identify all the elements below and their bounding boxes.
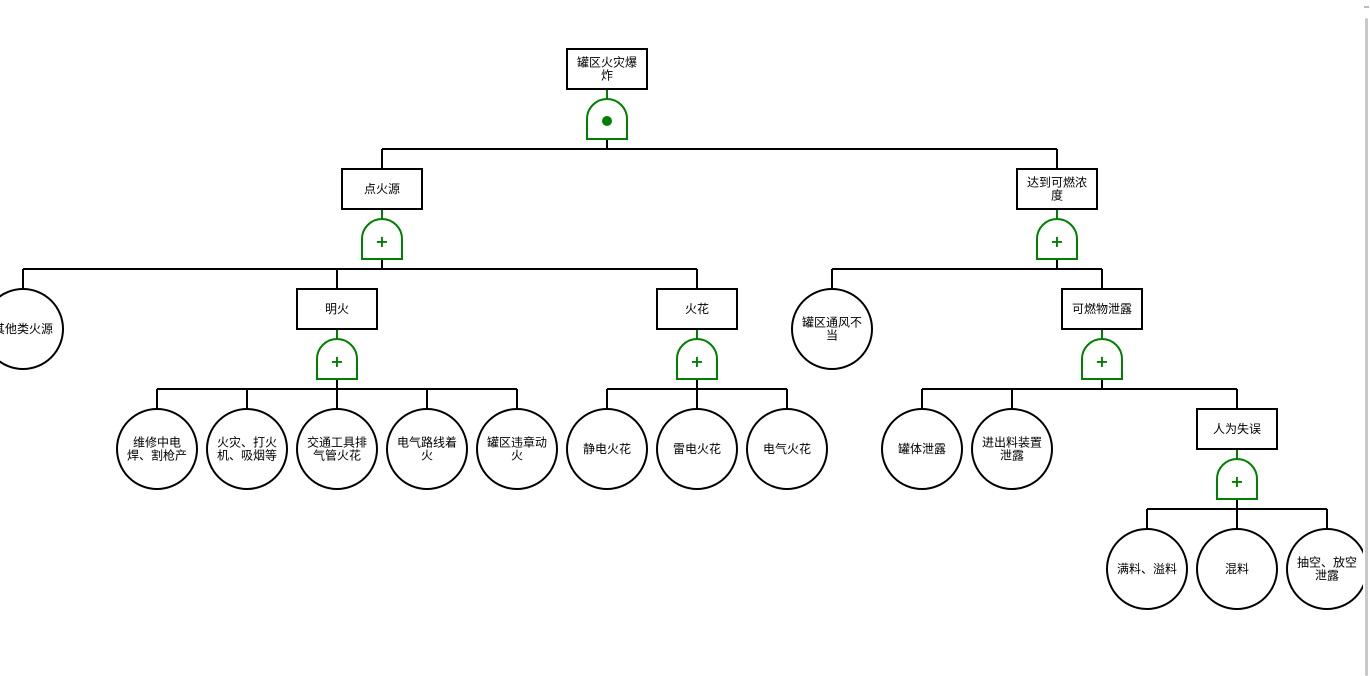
or-gate-icon: + (676, 338, 718, 380)
event-label: 混料 (1225, 562, 1249, 576)
event-static-spark[interactable]: 静电火花 (566, 408, 648, 490)
gate-symbol: + (330, 352, 343, 371)
event-label: 火花 (685, 301, 709, 316)
event-label: 机、吸烟等 (217, 449, 277, 463)
event-label: 电气火花 (763, 441, 811, 456)
or-gate-icon: + (1216, 458, 1258, 500)
event-lightning-spark[interactable]: 雷电火花 (656, 408, 738, 490)
event-label: 罐区火灾爆 (577, 55, 637, 70)
scrollbar-thumb[interactable] (1365, 18, 1368, 676)
event-label: 其他类火源 (0, 322, 53, 336)
event-label: 维修中电 (133, 435, 181, 450)
event-label: 点火源 (364, 182, 400, 196)
event-electric-spark[interactable]: 电气火花 (746, 408, 828, 490)
event-ignition[interactable]: 点火源 (341, 168, 423, 210)
event-label: 焊、割枪产 (127, 448, 187, 463)
or-gate-icon: + (361, 218, 403, 260)
event-label: 泄露 (1000, 449, 1024, 463)
event-tank-leak[interactable]: 罐体泄露 (881, 408, 963, 490)
event-label: 电气路线着 (397, 435, 457, 450)
gate-symbol: + (1095, 352, 1108, 371)
event-label: 炸 (601, 69, 613, 83)
or-gate-icon: + (1081, 338, 1123, 380)
event-fire-lighter[interactable]: 火灾、打火机、吸烟等 (206, 408, 288, 490)
event-nodes: 罐区火灾爆炸点火源达到可燃浓度其他类火源明火火花罐区通风不当可燃物泄露维修中电焊… (0, 48, 1368, 610)
event-label: 雷电火花 (673, 441, 721, 456)
event-label: 可燃物泄露 (1072, 301, 1132, 316)
event-overflow[interactable]: 满料、溢料 (1106, 528, 1188, 610)
event-label: 罐区通风不 (802, 316, 862, 330)
event-label: 罐区违章动 (487, 435, 547, 450)
or-gate-icon: + (316, 338, 358, 380)
and-gate-icon (586, 98, 628, 140)
event-label: 抽空、放空 (1297, 555, 1357, 570)
event-label: 度 (1051, 188, 1063, 203)
event-mixing[interactable]: 混料 (1196, 528, 1278, 610)
event-label: 满料、溢料 (1117, 562, 1177, 576)
vertical-scrollbar[interactable] (1363, 0, 1370, 676)
gate-symbol: + (1230, 472, 1243, 491)
event-human-error[interactable]: 人为失误 (1196, 408, 1278, 450)
event-label: 火灾、打火 (217, 435, 277, 450)
or-gate-icon: + (1036, 218, 1078, 260)
event-label: 气管火花 (313, 448, 361, 463)
event-label: 明火 (325, 302, 349, 316)
event-spark[interactable]: 火花 (656, 288, 738, 330)
logic-gates: + + + + + + (316, 98, 1258, 500)
event-label: 达到可燃浓 (1027, 175, 1087, 190)
gate-symbol: + (690, 352, 703, 371)
event-open-fire[interactable]: 明火 (296, 288, 378, 330)
event-leak[interactable]: 可燃物泄露 (1061, 288, 1143, 330)
event-label: 火 (421, 449, 433, 463)
gate-symbol: + (375, 232, 388, 251)
event-label: 静电火花 (583, 441, 631, 456)
scroll-up-arrow[interactable] (1364, 6, 1369, 8)
event-other-sources[interactable]: 其他类火源 (0, 288, 64, 370)
event-label: 当 (826, 329, 838, 343)
event-label: 进出料装置 (982, 436, 1042, 450)
gate-symbol: + (1050, 232, 1063, 251)
connector-lines (22, 89, 1328, 529)
event-label: 泄露 (1315, 569, 1339, 583)
event-label: 火 (511, 449, 523, 463)
event-label: 罐体泄露 (898, 442, 946, 456)
event-label: 人为失误 (1213, 421, 1261, 436)
event-label: 交通工具排 (307, 435, 367, 450)
